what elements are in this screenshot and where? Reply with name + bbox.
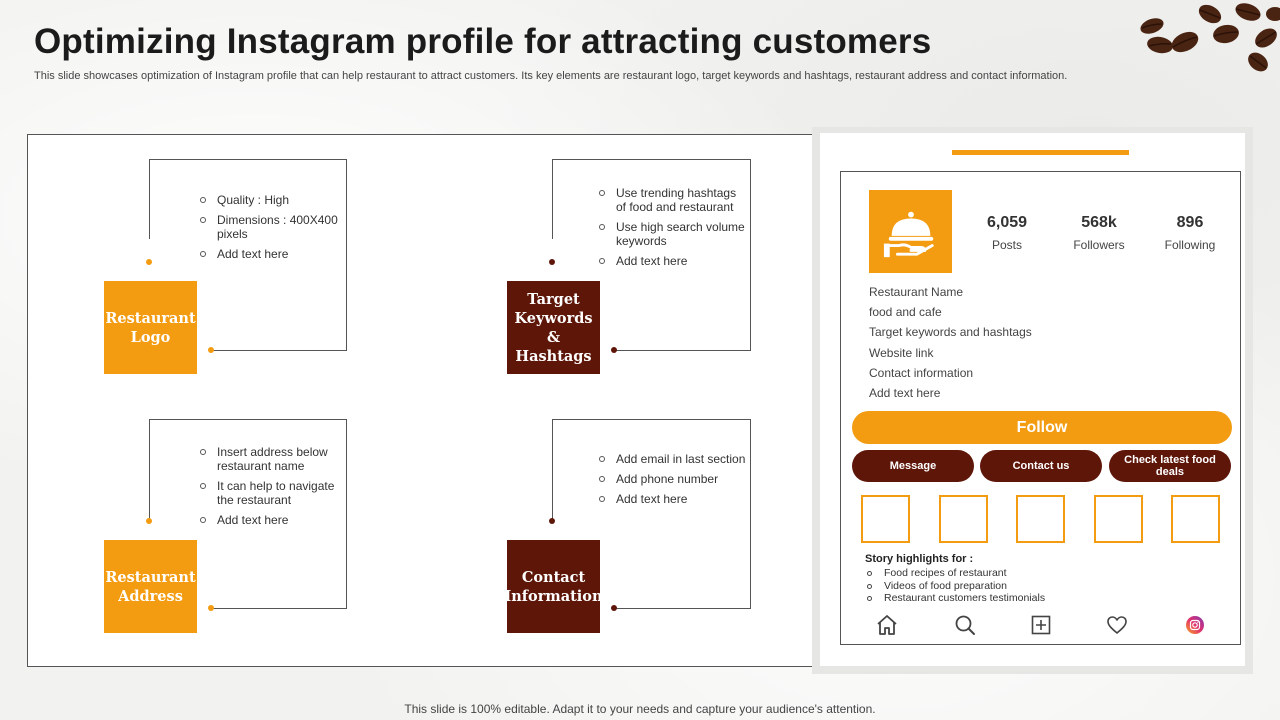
list-item: Use high search volume keywords <box>597 220 747 248</box>
instagram-profile-card: 6,059 Posts 568k Followers 896 Following… <box>812 127 1253 674</box>
phone-screen: 6,059 Posts 568k Followers 896 Following… <box>820 133 1245 666</box>
home-icon[interactable] <box>875 613 899 637</box>
list-item: It can help to navigate the restaurant <box>198 479 343 507</box>
list-item: Add text here <box>198 247 338 261</box>
story-highlights-title: Story highlights for : <box>865 553 974 565</box>
story-highlight-3[interactable] <box>1016 495 1065 543</box>
contact-bracket <box>552 419 751 609</box>
address-bracket <box>149 419 347 609</box>
logo-bullets: Quality : High Dimensions : 400X400 pixe… <box>198 193 338 267</box>
bio-contact: Contact information <box>869 365 974 380</box>
list-item: Add phone number <box>597 472 747 486</box>
story-highlight-5[interactable] <box>1171 495 1220 543</box>
list-item: Restaurant customers testimonials <box>865 592 1045 605</box>
profile-avatar <box>869 190 952 273</box>
address-top-dot <box>146 518 152 524</box>
bio-website-link[interactable]: Website link <box>869 345 934 360</box>
target-keywords-box: Target Keywords & Hashtags <box>507 281 600 374</box>
logo-top-dot <box>146 259 152 265</box>
address-bottom-dot <box>208 605 214 611</box>
stat-label: Posts <box>991 238 1022 252</box>
contact-information-box: Contact Information <box>504 540 603 633</box>
address-bullets: Insert address below restaurant name It … <box>198 445 343 533</box>
bio-restaurant-name: Restaurant Name <box>869 285 964 299</box>
framework-panel: Restaurant Logo Quality : High Dimension… <box>27 134 813 667</box>
stat-label: Following <box>1164 238 1216 252</box>
follow-button[interactable]: Follow <box>852 411 1232 444</box>
profile-bio: Restaurant Name food and cafe Target key… <box>869 285 1032 406</box>
search-icon[interactable] <box>953 613 977 637</box>
story-highlight-1[interactable] <box>861 495 910 543</box>
stat-posts[interactable]: 6,059 Posts <box>962 214 1052 252</box>
cloche-serving-hand-icon <box>883 211 934 257</box>
list-item: Videos of food preparation <box>865 580 1045 593</box>
contact-bottom-dot <box>611 605 617 611</box>
stat-value: 568k <box>1081 214 1117 231</box>
stat-followers[interactable]: 568k Followers <box>1054 214 1144 252</box>
instagram-icon[interactable] <box>1183 613 1207 637</box>
logo-bottom-dot <box>208 347 214 353</box>
list-item: Add email in last section <box>597 452 747 466</box>
list-item: Add text here <box>198 513 343 527</box>
footer-note: This slide is 100% editable. Adapt it to… <box>404 702 876 716</box>
contact-top-dot <box>549 518 555 524</box>
keywords-top-dot <box>549 259 555 265</box>
restaurant-logo-box: Restaurant Logo <box>104 281 197 374</box>
restaurant-address-box: Restaurant Address <box>104 540 197 633</box>
heart-icon[interactable] <box>1105 613 1129 637</box>
page-title: Optimizing Instagram profile for attract… <box>34 22 932 61</box>
list-item: Insert address below restaurant name <box>198 445 343 473</box>
page-subtitle: This slide showcases optimization of Ins… <box>34 70 1068 82</box>
stat-following[interactable]: 896 Following <box>1145 214 1235 252</box>
story-highlight-4[interactable] <box>1094 495 1143 543</box>
contact-us-button[interactable]: Contact us <box>980 450 1102 482</box>
stat-value: 896 <box>1176 214 1204 231</box>
list-item: Food recipes of restaurant <box>865 567 1045 580</box>
add-post-icon[interactable] <box>1029 613 1053 637</box>
story-highlights-list: Food recipes of restaurant Videos of foo… <box>865 567 1045 605</box>
bio-keywords: Target keywords and hashtags <box>869 325 1032 340</box>
stat-value: 6,059 <box>986 214 1028 231</box>
bio-extra: Add text here <box>869 385 941 400</box>
bio-category: food and cafe <box>869 305 942 320</box>
keywords-bullets: Use trending hashtags of food and restau… <box>597 186 747 274</box>
list-item: Add text here <box>597 254 747 268</box>
stat-label: Followers <box>1073 238 1125 252</box>
message-button[interactable]: Message <box>852 450 974 482</box>
keywords-bottom-dot <box>611 347 617 353</box>
contact-bullets: Add email in last section Add phone numb… <box>597 452 747 512</box>
coffee-beans-decoration <box>1140 3 1280 72</box>
check-food-deals-button[interactable]: Check latest food deals <box>1109 450 1231 482</box>
list-item: Quality : High <box>198 193 338 207</box>
list-item: Use trending hashtags of food and restau… <box>597 186 747 214</box>
phone-speaker-bar <box>952 150 1129 155</box>
list-item: Add text here <box>597 492 747 506</box>
list-item: Dimensions : 400X400 pixels <box>198 213 338 241</box>
profile-panel: 6,059 Posts 568k Followers 896 Following… <box>840 171 1241 645</box>
story-highlight-2[interactable] <box>939 495 988 543</box>
